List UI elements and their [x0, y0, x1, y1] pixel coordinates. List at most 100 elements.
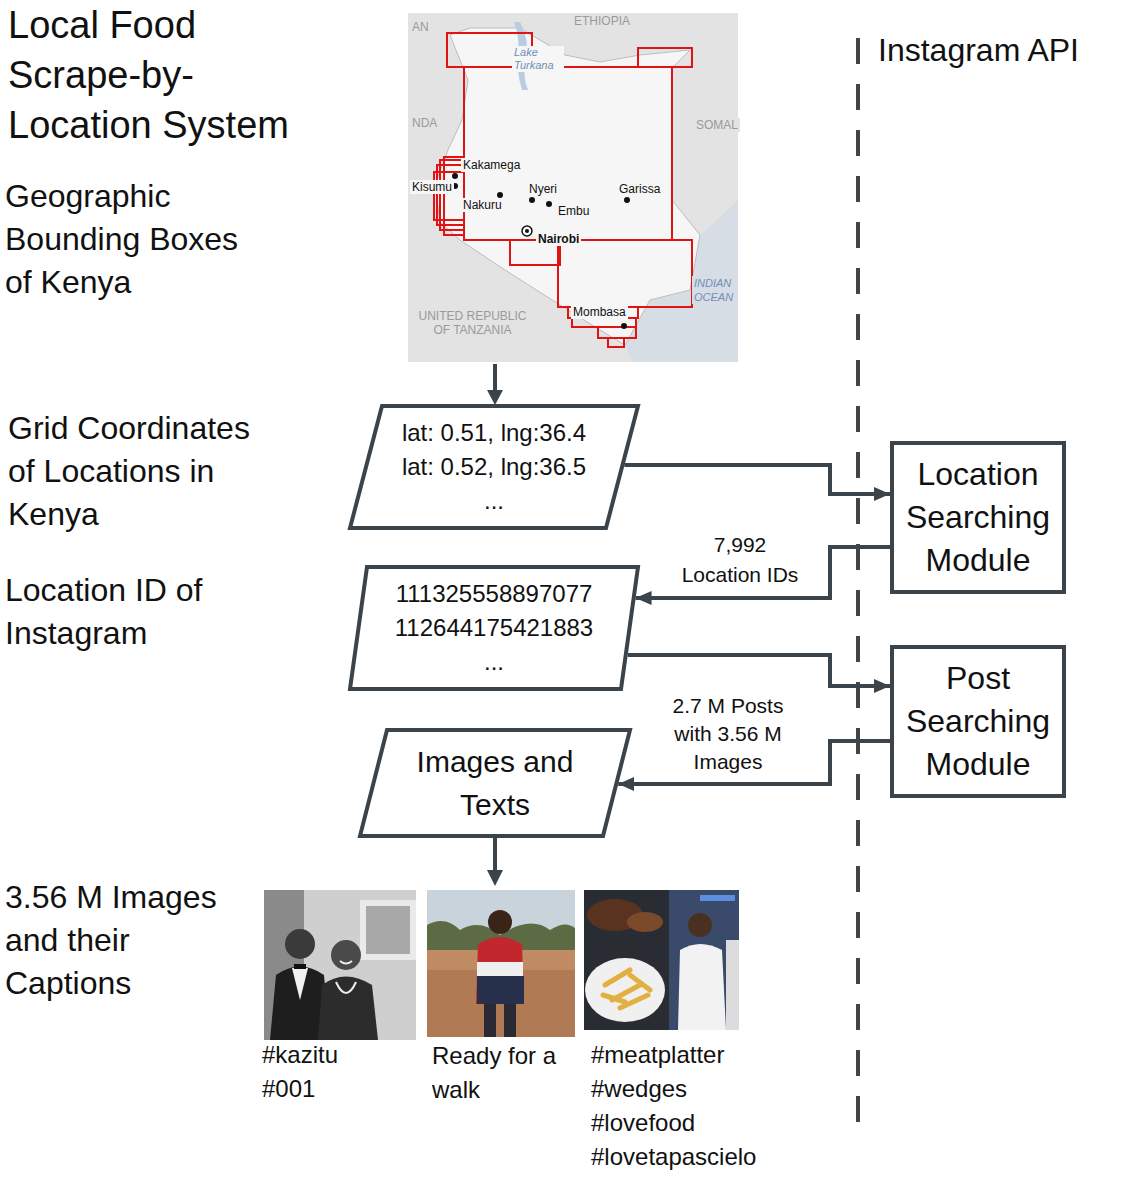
city-dots-part: [452, 173, 458, 179]
process-box: Location Searching Module: [890, 441, 1066, 594]
process-box: Post Searching Module: [890, 645, 1066, 798]
photo-thumbnail-part: [340, 961, 352, 964]
photo-thumbnail-part-part: [605, 970, 630, 985]
map-country-label: UNITED REPUBLIC OF TANZANIA: [410, 309, 535, 337]
lane-divider-part: [856, 38, 860, 1122]
row-label: Location ID of Instagram: [5, 569, 250, 655]
photo-caption: Ready for a walk: [432, 1039, 582, 1107]
bounding-boxes-part: [437, 165, 464, 225]
edge-label: 7,992 Location IDs: [675, 530, 805, 590]
parallelogram-outline: [358, 728, 632, 838]
photo-thumbnail-part: [488, 910, 512, 934]
photo-thumbnail-part: [318, 977, 378, 1041]
row-label: 3.56 M Images and their Captions: [5, 876, 250, 1005]
parallelogram-outline: [350, 567, 638, 689]
data-parallelogram: Images and Texts: [358, 728, 632, 838]
photo-caption: #lovetapascielo: [591, 1141, 756, 1173]
parallelogram-outline: [360, 730, 630, 836]
data-parallelogram: 111325558897077112644175421883...: [348, 565, 640, 691]
bounding-boxes-part: [558, 240, 692, 307]
bounding-boxes-part: [464, 67, 672, 240]
map-sea-label: INDIAN OCEAN: [692, 276, 737, 304]
photo-thumbnail-part: [726, 940, 739, 1030]
bounding-boxes-part: [638, 48, 692, 67]
photo-thumbnail-part: [285, 929, 315, 959]
kenya-map: [408, 13, 738, 362]
photo-caption: #meatplatter: [591, 1039, 724, 1071]
diagram-title: Local Food Scrape-by-Location System: [8, 0, 308, 150]
map-city-label: Mombasa: [571, 305, 628, 319]
photo-thumbnail-part: [477, 962, 523, 976]
photo-thumbnail-part: [584, 890, 739, 1030]
photo-thumbnail-part: [484, 1000, 496, 1037]
node-text: ...: [375, 645, 613, 679]
map-country-label: SOMAL: [694, 118, 740, 132]
map-country-label: AN: [410, 20, 431, 34]
map-lake-label: Lake Turkana: [512, 46, 564, 72]
map-city-label: Nyeri: [527, 182, 559, 196]
edge-label: 2.7 M Posts with 3.56 M Images: [658, 692, 798, 776]
photo-thumbnail-part: [700, 895, 735, 901]
photo-thumbnail-part: [366, 906, 410, 954]
photo-thumbnail-part: [360, 900, 416, 960]
node-text: 111325558897077: [375, 577, 613, 611]
photo-thumbnail-part: [504, 1000, 516, 1037]
photo-thumbnail: [584, 890, 739, 1030]
bounding-boxes-part: [608, 338, 624, 347]
photo-thumbnail-part: [477, 976, 524, 1004]
map-city-label: Nakuru: [461, 198, 504, 212]
lane-divider: [858, 38, 859, 1122]
kenya-outline: [435, 28, 700, 345]
map-city-label: Kisumu: [410, 180, 454, 194]
connector-arrow: [624, 465, 890, 494]
photo-thumbnail-part: [294, 964, 306, 969]
photo-thumbnail: [427, 890, 575, 1037]
map-city-label: Embu: [556, 204, 591, 218]
city-dots: [452, 173, 630, 329]
photo-caption: #kazitu: [262, 1039, 338, 1071]
flow-arrow-part: [493, 364, 497, 392]
row-label: Grid Coordinates of Locations in Kenya: [8, 407, 266, 536]
photo-thumbnail-part: [292, 968, 308, 1000]
photo-thumbnail-part: [476, 937, 524, 1004]
bounding-boxes-part: [598, 327, 636, 338]
data-parallelogram: lat: 0.51, lng:36.4lat: 0.52, lng:36.5..…: [348, 404, 640, 530]
capital-star: [522, 226, 532, 236]
node-text: lat: 0.52, lng:36.5: [390, 450, 598, 484]
photo-thumbnail-part: [264, 890, 416, 1040]
node-text: Images and Texts: [395, 740, 595, 826]
node-text: ...: [390, 484, 598, 518]
photo-thumbnail-part: [627, 912, 663, 932]
node-text: Location Searching Module: [904, 453, 1052, 582]
photo-thumbnail-part: [427, 890, 575, 1037]
map-country-label: NDA: [410, 116, 439, 130]
photo-caption: #wedges: [591, 1073, 687, 1105]
parallelogram-outline: [350, 406, 638, 528]
node-text: lat: 0.51, lng:36.4: [390, 416, 598, 450]
map-city-label: Garissa: [617, 182, 662, 196]
photo-thumbnail-part: [688, 913, 712, 937]
photo-thumbnail-part: [669, 890, 739, 1030]
bounding-boxes: [434, 33, 692, 347]
city-dots-part: [621, 323, 627, 329]
city-dots-part: [529, 197, 535, 203]
photo-thumbnail-part: [331, 940, 361, 970]
node-text: 112644175421883: [375, 611, 613, 645]
flow-arrow-part: [487, 870, 503, 886]
photo-thumbnail-part: [603, 970, 650, 1008]
connector-arrow: [628, 655, 890, 686]
city-dots-part: [546, 201, 552, 207]
photo-caption: #001: [262, 1073, 315, 1105]
photo-thumbnail: [264, 890, 416, 1040]
map-country-label: ETHIOPIA: [572, 14, 632, 28]
photo-caption: #lovefood: [591, 1107, 695, 1139]
node-text: Post Searching Module: [904, 657, 1052, 786]
row-label: Geographic Bounding Boxes of Kenya: [5, 175, 250, 304]
capital-star-part: [525, 229, 529, 233]
kenya-map-part: [408, 13, 738, 362]
lane-label: Instagram API: [878, 30, 1079, 70]
photo-thumbnail-part-part: [603, 995, 625, 1002]
photo-thumbnail-part: [678, 944, 726, 1030]
flow-arrow-part: [487, 390, 503, 405]
